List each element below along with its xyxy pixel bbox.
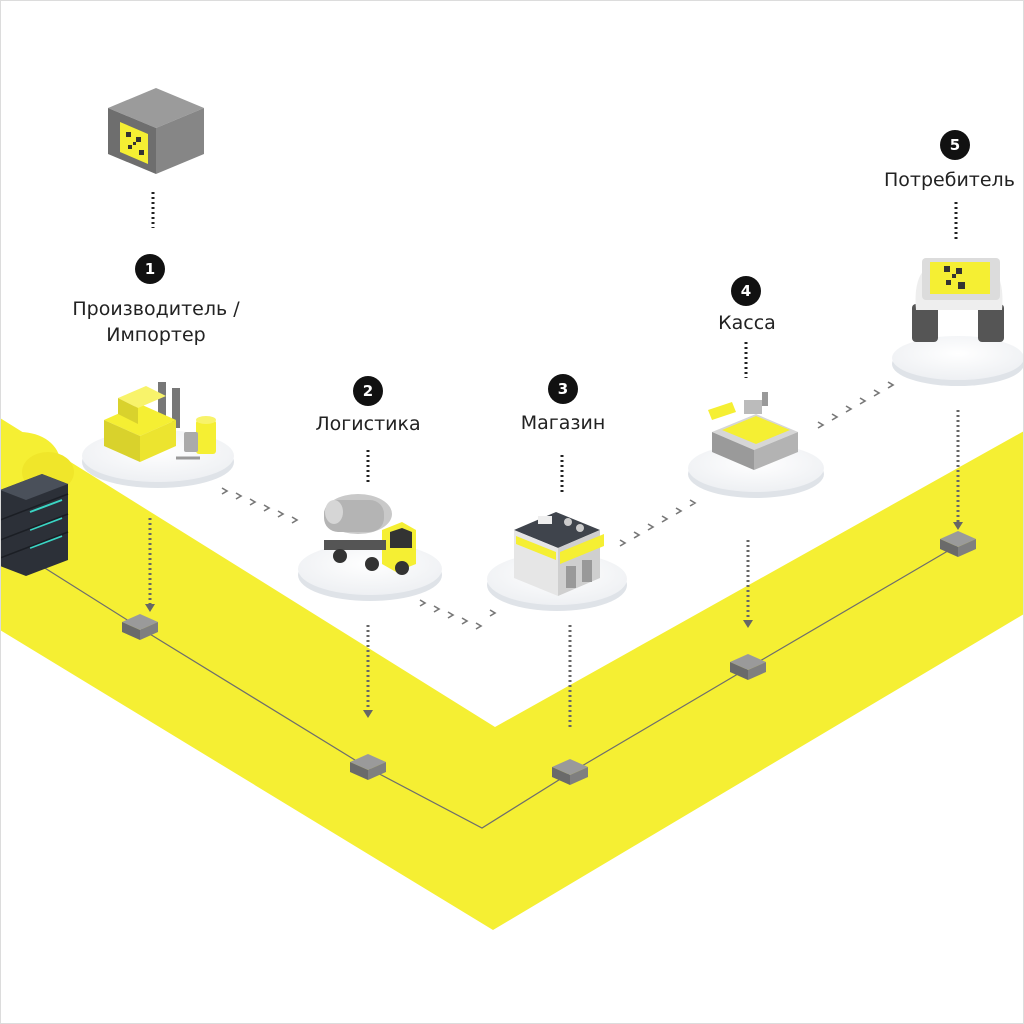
blockchain-node-icon bbox=[730, 654, 766, 680]
step-3-number: 3 bbox=[548, 374, 578, 404]
step-5-number: 5 bbox=[940, 130, 970, 160]
step-4-label: Касса bbox=[718, 312, 776, 334]
qr-box-icon bbox=[108, 88, 204, 174]
blockchain-node-icon bbox=[940, 531, 976, 557]
blockchain-node-icon bbox=[122, 614, 158, 640]
cash-register-icon bbox=[708, 392, 798, 470]
label-stems bbox=[151, 192, 958, 492]
step-5-label: Потребитель bbox=[884, 169, 1015, 191]
vertical-connectors bbox=[148, 410, 960, 728]
connector-arrowheads bbox=[145, 522, 963, 718]
blockchain-node-icon bbox=[350, 754, 386, 780]
truck-icon bbox=[324, 494, 416, 575]
ledger-band bbox=[0, 418, 1024, 930]
step-3-label: Магазин bbox=[520, 412, 606, 434]
server-cloud-icon bbox=[0, 432, 74, 576]
step-2-number: 2 bbox=[353, 376, 383, 406]
flow-arrows bbox=[221, 381, 895, 630]
step-2-label: Логистика bbox=[315, 413, 421, 435]
shop-icon bbox=[514, 512, 604, 596]
step-1-label: Производитель / Импортер bbox=[72, 298, 240, 346]
step-1-number: 1 bbox=[135, 254, 165, 284]
blockchain-node-icon bbox=[552, 759, 588, 785]
phone-scan-icon bbox=[912, 258, 1004, 342]
step-4-number: 4 bbox=[731, 276, 761, 306]
factory-icon bbox=[104, 382, 216, 462]
